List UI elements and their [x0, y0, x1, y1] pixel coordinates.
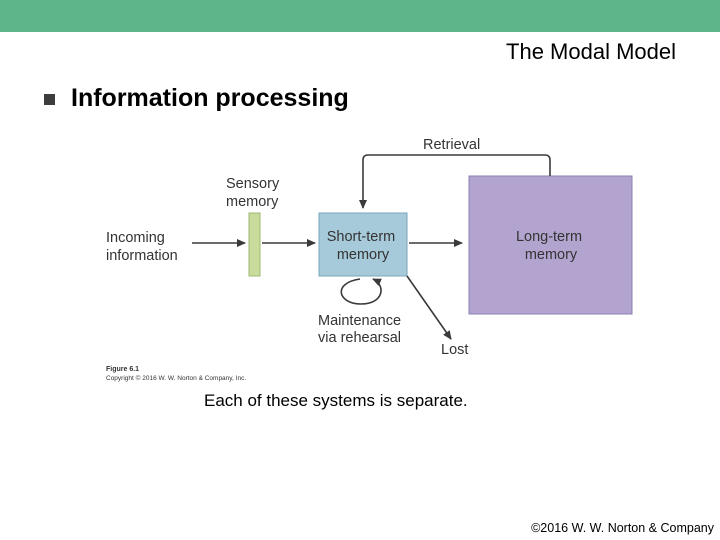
short-term-memory-box	[318, 212, 408, 277]
retrieval-label: Retrieval	[423, 137, 480, 153]
long-term-memory-box	[468, 175, 633, 315]
maintenance-loop-arrow	[340, 278, 382, 305]
sensory-label: Sensory memory	[226, 176, 283, 210]
sensory-memory-box	[248, 212, 261, 277]
slide-title: The Modal Model	[506, 39, 676, 64]
square-bullet-icon	[44, 94, 55, 105]
short-term-label: Short-term memory	[327, 229, 400, 263]
footer-copyright: ©2016 W. W. Norton & Company	[531, 521, 714, 535]
bullet-text: Information processing	[71, 84, 349, 112]
diagram-caption: Each of these systems is separate.	[204, 391, 468, 410]
lost-arrow	[406, 275, 452, 340]
figure-copyright: Copyright © 2016 W. W. Norton & Company,…	[106, 374, 246, 382]
lost-label: Lost	[441, 342, 468, 358]
long-term-label: Long-term memory	[516, 229, 586, 263]
maintenance-label: Maintenance via rehearsal	[318, 313, 405, 346]
retrieval-arrow	[359, 154, 551, 209]
figure-label: Figure 6.1	[106, 366, 139, 373]
top-banner	[0, 0, 720, 32]
bullet-item: Information processing	[44, 84, 349, 113]
incoming-label: Incoming information	[106, 230, 178, 264]
